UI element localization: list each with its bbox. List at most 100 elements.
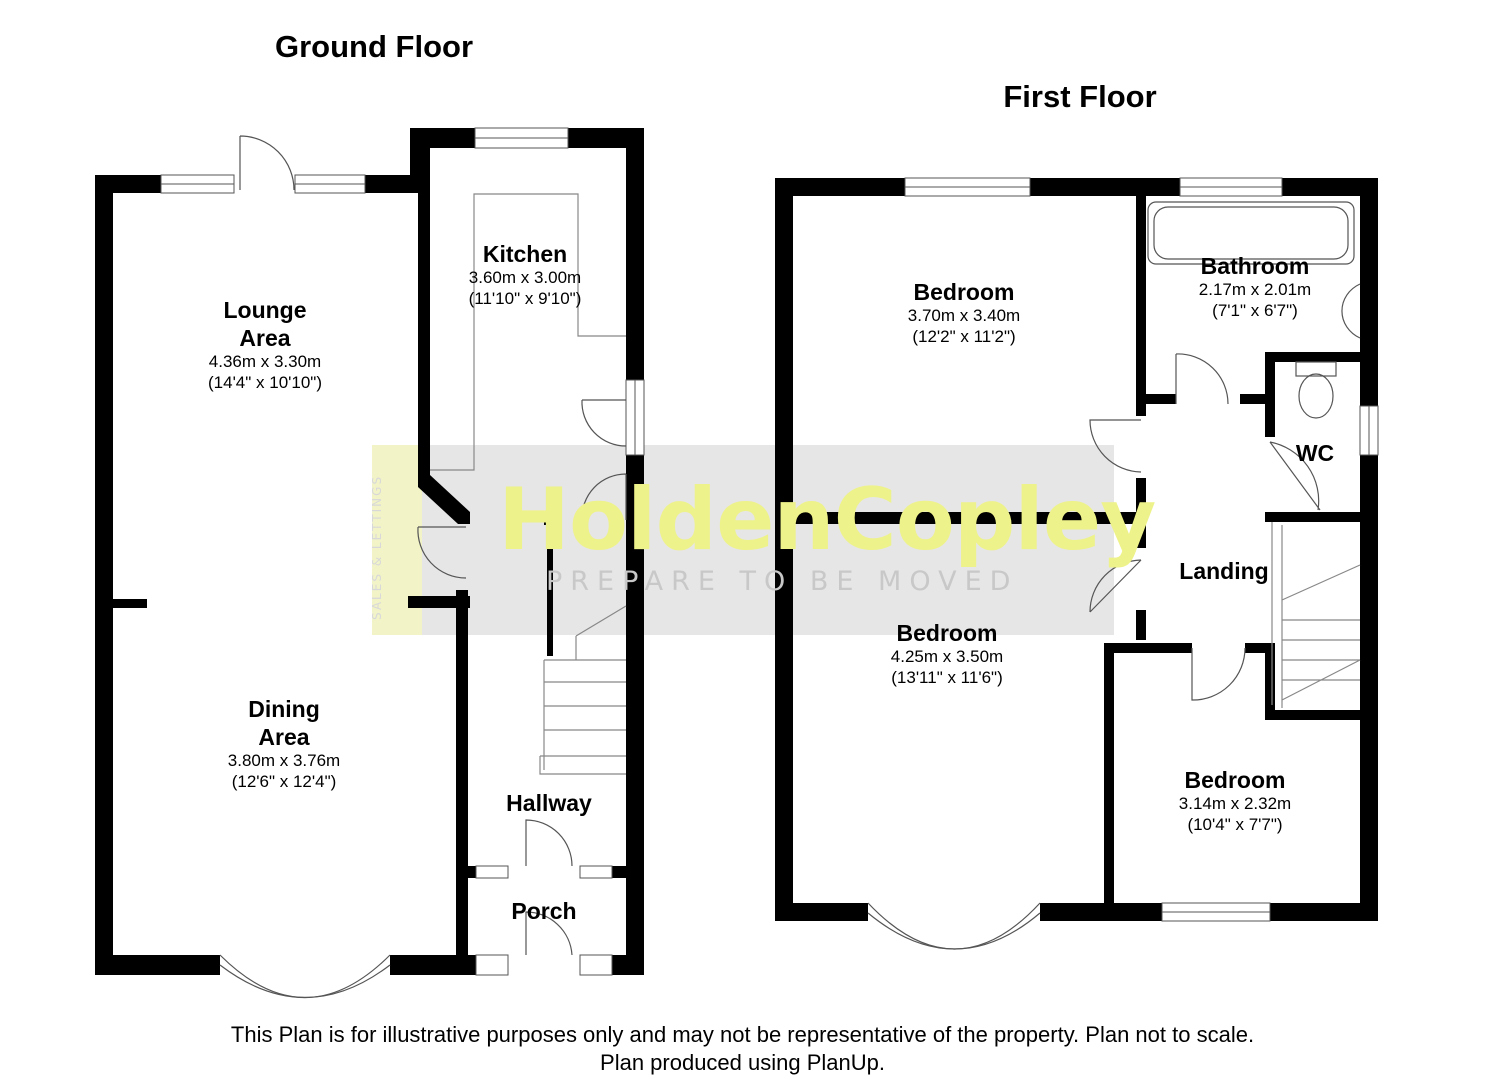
- watermark-side-text: SALES & LETTINGS: [370, 474, 384, 620]
- lounge-label: Lounge Area 4.36m x 3.30m (14'4" x 10'10…: [208, 296, 322, 394]
- door-swing: [581, 473, 627, 521]
- bedroom-front-label: Bedroom 3.70m x 3.40m (12'2" x 11'2"): [908, 278, 1020, 348]
- room-metric: 3.70m x 3.40m: [907, 306, 1021, 326]
- bedroom-small-label: Bedroom 3.14m x 2.32m (10'4" x 7'7"): [1179, 766, 1291, 836]
- wall: [95, 955, 220, 975]
- wall: [410, 128, 475, 148]
- window: [579, 865, 613, 879]
- wall: [626, 128, 644, 380]
- wall: [1030, 178, 1180, 196]
- room-name: Area: [239, 325, 291, 352]
- room-metric: 3.14m x 2.32m: [1178, 794, 1292, 814]
- wall: [418, 148, 430, 475]
- wall: [456, 590, 468, 975]
- basin: [1341, 283, 1361, 339]
- room-name: Bedroom: [913, 279, 1015, 305]
- room-imperial: (14'4" x 10'10"): [207, 372, 323, 392]
- wall: [547, 516, 553, 656]
- wall: [793, 512, 1138, 524]
- wall: [1360, 178, 1378, 406]
- wall: [456, 955, 476, 975]
- wall: [775, 903, 868, 921]
- first-floor-plan: [775, 178, 1378, 921]
- wall: [1240, 394, 1268, 404]
- watermark-band: [372, 445, 1114, 635]
- wall: [775, 178, 905, 196]
- wall: [1136, 394, 1176, 404]
- wall: [1136, 196, 1146, 416]
- room-metric: 2.17m x 2.01m: [1198, 280, 1312, 300]
- wall: [408, 596, 470, 608]
- door-swing: [1269, 441, 1321, 511]
- room-imperial: (7'1" x 6'7"): [1212, 300, 1298, 320]
- wall: [1104, 643, 1192, 653]
- wall: [1265, 512, 1365, 522]
- wall: [1245, 643, 1275, 653]
- room-name: Bathroom: [1200, 253, 1310, 279]
- disclaimer-line-2: Plan produced using PlanUp.: [600, 1050, 885, 1075]
- bath: [1147, 201, 1355, 265]
- wall: [365, 175, 420, 193]
- bay-window: [219, 964, 391, 998]
- door-swing: [1089, 559, 1142, 613]
- landing-label: Landing: [1179, 557, 1268, 585]
- wall: [390, 955, 475, 975]
- bath-inner: [1153, 206, 1349, 260]
- kitchen-worktop: [430, 193, 626, 471]
- wall: [1360, 455, 1378, 921]
- room-name: Area: [258, 724, 310, 751]
- wall: [95, 175, 161, 193]
- door-swing: [525, 819, 573, 867]
- porch-label: Porch: [511, 897, 576, 925]
- wall: [775, 178, 793, 921]
- wc-label: WC: [1296, 439, 1334, 467]
- room-name: Porch: [511, 898, 577, 924]
- room-name: Hallway: [506, 790, 592, 816]
- staircase: [1271, 522, 1361, 708]
- wall: [1040, 903, 1162, 921]
- first-floor-fixtures: [867, 201, 1361, 950]
- room-imperial: (11'10" x 9'10"): [468, 288, 582, 308]
- disclaimer-line-1: This Plan is for illustrative purposes o…: [230, 1022, 1255, 1047]
- first-floor-title: First Floor: [1003, 79, 1157, 114]
- disclaimer: This Plan is for illustrative purposes o…: [0, 1021, 1485, 1077]
- bay-window: [867, 902, 1041, 950]
- staircase: [539, 605, 627, 775]
- door-swing: [581, 399, 627, 447]
- room-metric: 3.60m x 3.00m: [468, 268, 582, 288]
- wall: [1265, 710, 1365, 720]
- window: [579, 954, 613, 976]
- door-swing: [417, 526, 467, 579]
- ground-floor-title: Ground Floor: [274, 29, 474, 64]
- wall: [1104, 643, 1114, 913]
- bay-window: [219, 954, 391, 998]
- wall: [568, 128, 644, 148]
- wall: [626, 455, 644, 975]
- room-imperial: (10'4" x 7'7"): [1187, 814, 1283, 834]
- bay-window: [867, 912, 1041, 950]
- room-imperial: (13'11" x 11'6"): [891, 667, 1003, 687]
- door-swing: [1089, 419, 1142, 473]
- room-name: Dining: [248, 696, 320, 722]
- room-name: Bedroom: [896, 620, 998, 646]
- room-name: Kitchen: [482, 241, 568, 267]
- door-swing: [239, 135, 295, 191]
- kitchen-label: Kitchen 3.60m x 3.00m (11'10" x 9'10"): [469, 240, 582, 310]
- ground-floor-fixtures: [219, 135, 627, 998]
- wall: [1136, 610, 1146, 640]
- room-metric: 4.25m x 3.50m: [890, 647, 1004, 667]
- bathroom-label: Bathroom 2.17m x 2.01m (7'1" x 6'7"): [1199, 252, 1311, 322]
- dining-label: Dining Area 3.80m x 3.76m (12'6" x 12'4"…: [228, 695, 340, 793]
- wall: [456, 866, 476, 878]
- door-swing: [525, 911, 573, 956]
- wall: [1136, 478, 1146, 548]
- door-swing: [1191, 647, 1246, 701]
- room-name: WC: [1295, 440, 1335, 466]
- wall: [612, 955, 644, 975]
- door-swing: [1175, 353, 1229, 405]
- room-imperial: (12'6" x 12'4"): [231, 771, 337, 791]
- wall: [1265, 352, 1365, 362]
- room-name: Bedroom: [1184, 767, 1286, 793]
- wall: [113, 599, 147, 608]
